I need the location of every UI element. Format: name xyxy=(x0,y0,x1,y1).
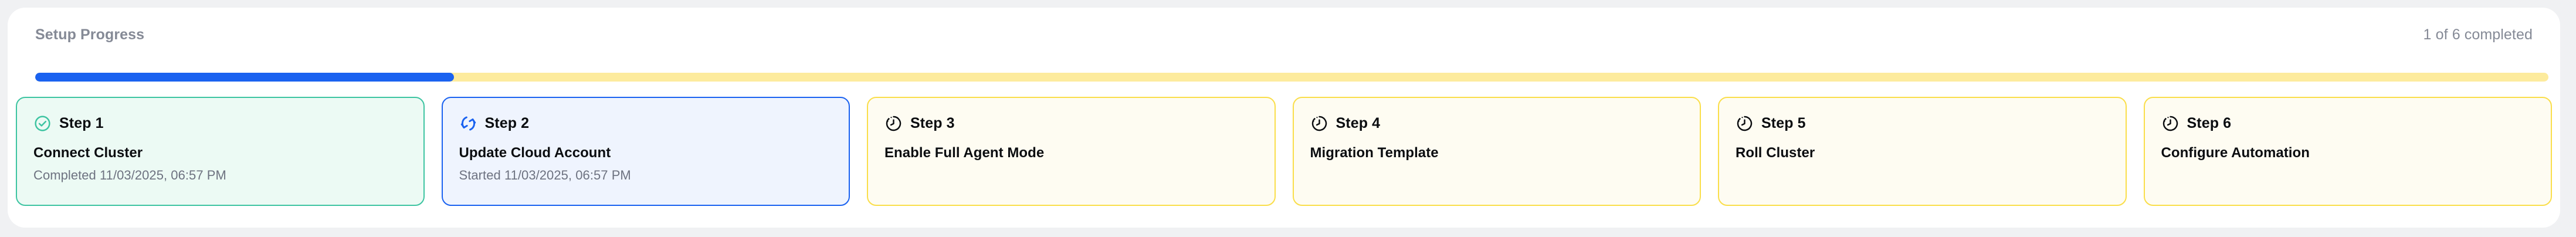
completion-summary: 1 of 6 completed xyxy=(2423,26,2533,43)
step-label: Step 6 xyxy=(2187,114,2232,131)
step-card-6[interactable]: Step 6 Configure Automation xyxy=(2143,97,2552,206)
step-header: Step 6 xyxy=(2161,113,2535,133)
step-label: Step 3 xyxy=(910,114,955,131)
step-title: Connect Cluster xyxy=(33,145,143,161)
setup-progress-bar-fill xyxy=(35,73,455,82)
sync-arrows-icon xyxy=(460,116,476,130)
step-label: Step 5 xyxy=(1761,114,1806,131)
step-card-3[interactable]: Step 3 Enable Full Agent Mode xyxy=(867,97,1276,206)
panel-header: Setup Progress 1 of 6 completed xyxy=(35,28,2533,42)
step-header: Step 4 xyxy=(1310,113,1684,133)
clock-pending-icon xyxy=(886,116,901,131)
step-title: Roll Cluster xyxy=(1736,145,1815,161)
step-header: Step 2 xyxy=(459,113,833,133)
clock-pending-icon xyxy=(2163,116,2178,131)
step-label: Step 1 xyxy=(59,114,104,131)
step-card-5[interactable]: Step 5 Roll Cluster xyxy=(1718,97,2127,206)
page-title: Setup Progress xyxy=(35,26,145,43)
step-timestamp: Completed 11/03/2025, 06:57 PM xyxy=(33,168,226,183)
check-circle-icon xyxy=(35,115,50,131)
step-title: Migration Template xyxy=(1310,145,1439,161)
step-label: Step 4 xyxy=(1336,114,1381,131)
step-header: Step 1 xyxy=(33,113,407,133)
step-header: Step 3 xyxy=(884,113,1258,133)
clock-pending-icon xyxy=(1311,116,1327,131)
step-timestamp: Started 11/03/2025, 06:57 PM xyxy=(459,168,631,183)
step-title: Configure Automation xyxy=(2161,145,2310,161)
setup-progress-panel: Setup Progress 1 of 6 completed Step 1 Co… xyxy=(8,8,2560,228)
step-title: Enable Full Agent Mode xyxy=(884,145,1045,161)
step-title: Update Cloud Account xyxy=(459,145,611,161)
step-card-4[interactable]: Step 4 Migration Template xyxy=(1292,97,1701,206)
step-label: Step 2 xyxy=(484,114,530,131)
step-header: Step 5 xyxy=(1736,113,2109,133)
clock-pending-icon xyxy=(1737,116,1753,131)
setup-progress-bar xyxy=(35,73,2548,82)
